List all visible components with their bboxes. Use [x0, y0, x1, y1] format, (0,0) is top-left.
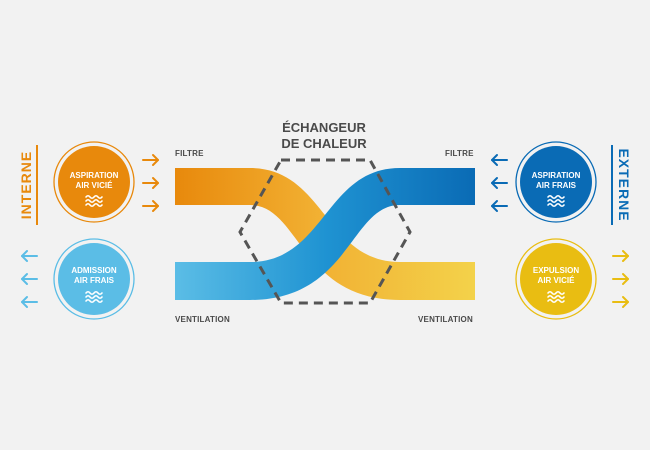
circle-bottom-left-line2: AIR FRAIS — [74, 276, 114, 285]
air-waves-icon — [85, 290, 103, 304]
arrow-right-icon — [612, 273, 629, 285]
arrow-left-icon — [21, 250, 38, 262]
arrow-right-icon — [142, 154, 159, 166]
arrow-left-icon — [491, 177, 508, 189]
circle-bottom-left-text: ADMISSION AIR FRAIS — [59, 266, 129, 286]
arrow-left-icon — [491, 154, 508, 166]
arrow-right-icon — [142, 177, 159, 189]
exchanger-hexagon — [238, 158, 412, 305]
air-waves-icon — [547, 290, 565, 304]
arrow-left-icon — [491, 200, 508, 212]
circle-top-left-text: ASPIRATION AIR VICIÉ — [59, 171, 129, 191]
arrow-right-icon — [142, 200, 159, 212]
arrow-left-icon — [21, 273, 38, 285]
interne-label: INTERNE — [18, 150, 34, 220]
arrow-right-icon — [612, 250, 629, 262]
arrow-right-icon — [612, 296, 629, 308]
circle-bottom-right — [515, 238, 597, 320]
circle-top-right-line2: AIR FRAIS — [536, 181, 576, 190]
ventilation-right-label: VENTILATION — [418, 315, 473, 324]
exchanger-title-line2: DE CHALEUR — [281, 136, 367, 151]
filter-left-label: FILTRE — [175, 149, 204, 158]
circle-bottom-right-line1: EXPULSION — [532, 266, 580, 275]
circle-top-left-line2: AIR VICIÉ — [75, 181, 113, 190]
exchanger-title: ÉCHANGEUR DE CHALEUR — [254, 120, 394, 152]
circle-bottom-left — [53, 238, 135, 320]
air-waves-icon — [547, 194, 565, 208]
ventilation-left-label: VENTILATION — [175, 315, 230, 324]
filter-right-label: FILTRE — [445, 149, 474, 158]
arrow-left-icon — [21, 296, 38, 308]
circle-top-right-text: ASPIRATION AIR FRAIS — [521, 171, 591, 191]
circle-bottom-right-text: EXPULSION AIR VICIÉ — [521, 266, 591, 286]
exchanger-title-line1: ÉCHANGEUR — [282, 120, 366, 135]
fresh-air-band — [175, 168, 475, 300]
circle-bottom-left-line1: ADMISSION — [71, 266, 117, 275]
circle-top-right-line1: ASPIRATION — [531, 171, 581, 180]
circle-top-left-line1: ASPIRATION — [69, 171, 119, 180]
circle-top-right — [515, 141, 597, 223]
circle-top-left — [53, 141, 135, 223]
circle-bottom-right-line2: AIR VICIÉ — [537, 276, 575, 285]
externe-label: EXTERNE — [616, 148, 632, 222]
air-waves-icon — [85, 194, 103, 208]
